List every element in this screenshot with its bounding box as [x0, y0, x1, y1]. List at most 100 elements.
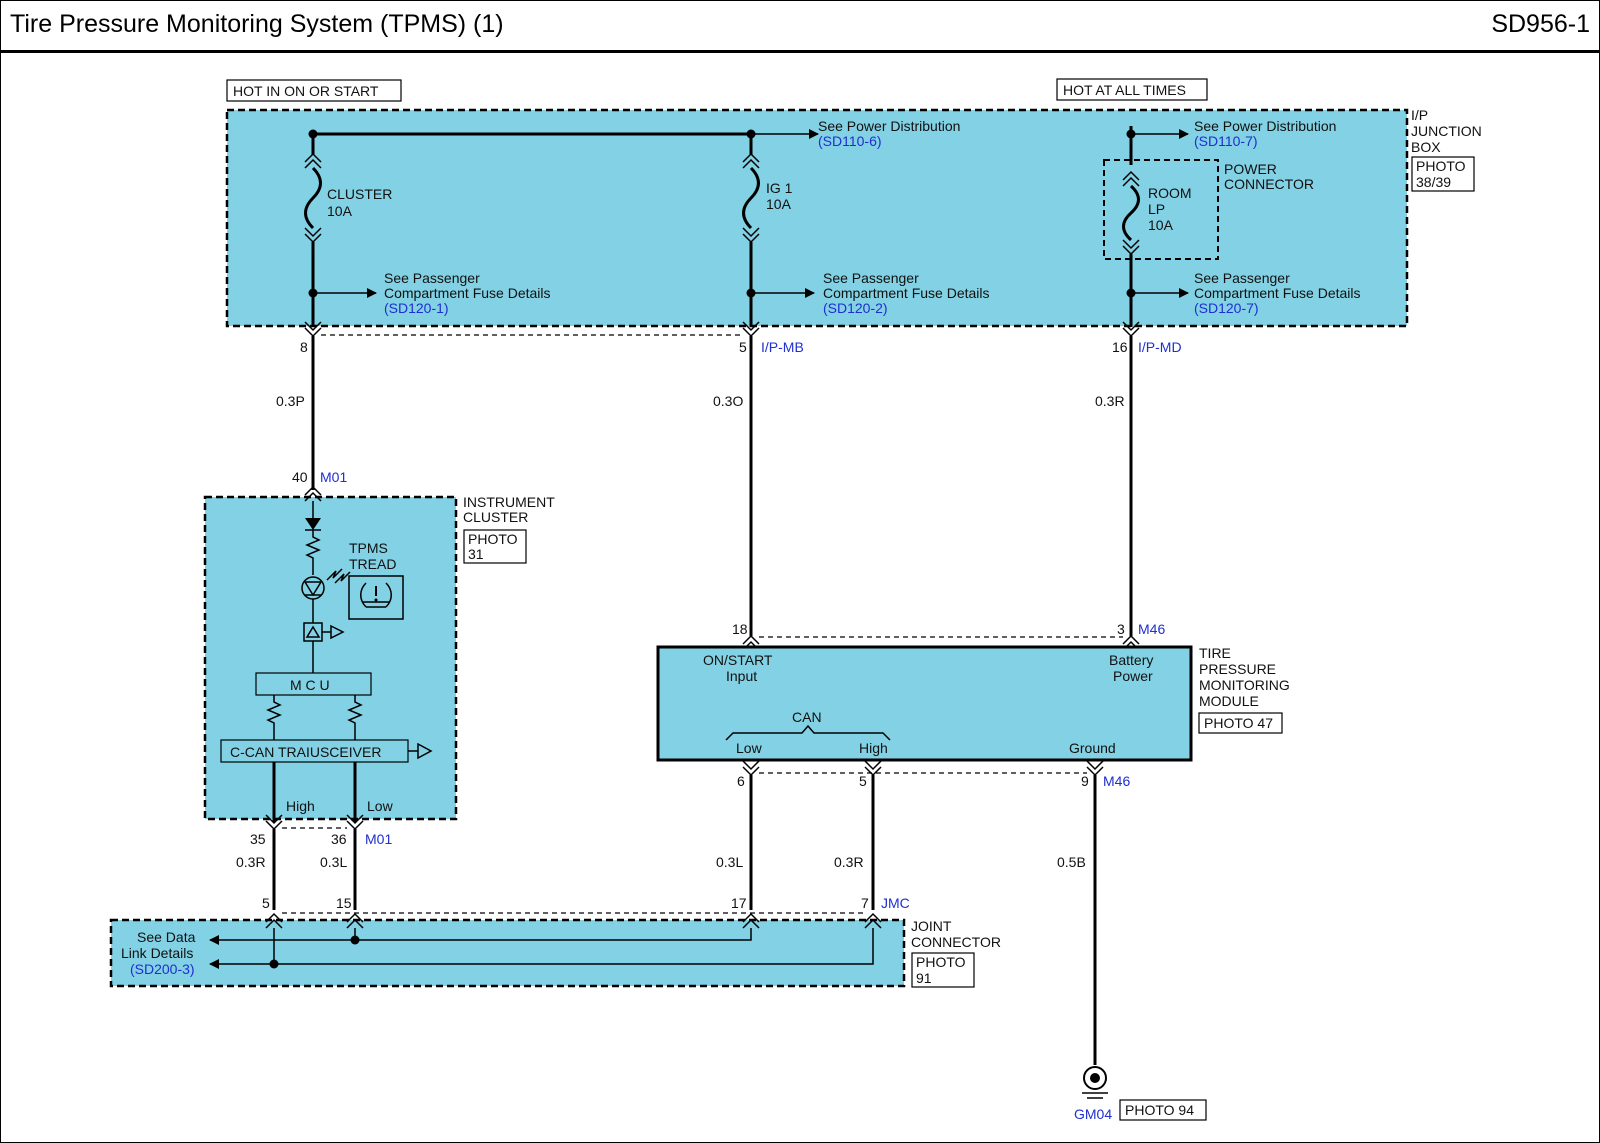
wire-label-0-3o: 0.3O	[713, 393, 743, 409]
ref-sd200-3[interactable]: (SD200-3)	[130, 961, 195, 977]
see-data-link-1: See Data	[137, 929, 196, 945]
wire-label-0-3l-module: 0.3L	[716, 854, 743, 870]
ig1-fuse-name: IG 1	[766, 180, 793, 196]
see-power-dist-2: See Power Distribution	[1194, 118, 1336, 134]
pin-5-ipmb: 5	[739, 339, 747, 355]
page-title: Tire Pressure Monitoring System (TPMS) (…	[10, 10, 504, 38]
see-power-dist-1: See Power Distribution	[818, 118, 960, 134]
see-data-link-2: Link Details	[121, 945, 193, 961]
hot-all-times-box	[1056, 78, 1208, 101]
ref-sd120-2[interactable]: (SD120-2)	[823, 300, 888, 316]
joint-high-splice	[269, 959, 279, 969]
module-pin9-connector	[1086, 760, 1104, 777]
connector-m01-top[interactable]: M01	[320, 469, 347, 485]
module-low-label: Low	[736, 740, 763, 756]
resistor-icon	[305, 530, 321, 575]
tpms-lamp-diode	[303, 581, 323, 597]
cluster-fuse-name: CLUSTER	[327, 186, 392, 202]
ref-sd120-1[interactable]: (SD120-1)	[384, 300, 449, 316]
see-passenger-2a: See Passenger	[823, 270, 919, 286]
junction-photo-2: 38/39	[1416, 174, 1451, 190]
wire-label-0-3r-module: 0.3R	[834, 854, 864, 870]
pin-35: 35	[250, 831, 266, 847]
see-passenger-3b: Compartment Fuse Details	[1194, 285, 1361, 301]
col2-fuse-top-connector	[742, 152, 760, 169]
on-start-label: ON/START	[703, 652, 773, 668]
transceiver-output-arrow	[408, 742, 433, 760]
pin-16: 16	[1112, 339, 1128, 355]
junction-photo-1: PHOTO	[1416, 158, 1466, 174]
joint-photo-box	[911, 952, 975, 988]
power-connector-2: CONNECTOR	[1224, 176, 1314, 192]
col1-top-splice	[308, 129, 318, 139]
page-code: SD956-1	[1491, 10, 1590, 38]
cluster-name-1: INSTRUMENT	[463, 494, 555, 510]
module-ground-label: Ground	[1069, 740, 1116, 756]
mcu-label: M C U	[290, 677, 330, 693]
ground-icon-center	[1090, 1073, 1100, 1083]
tpms-label-1: TPMS	[349, 540, 388, 556]
mcu-box	[255, 672, 372, 696]
connector-m01-bottom[interactable]: M01	[365, 831, 392, 847]
diode-icon	[305, 518, 321, 530]
exclamation-dot	[374, 598, 378, 602]
cluster-photo-1: PHOTO	[468, 531, 518, 547]
battery-power-label: Power	[1113, 668, 1153, 684]
tpms-module-box	[656, 645, 1193, 762]
module-name-1: TIRE	[1199, 645, 1231, 661]
cluster-fuse-rating: 10A	[327, 203, 353, 219]
light-emission-icon	[326, 568, 351, 584]
ig1-fuse-rating: 10A	[766, 196, 792, 212]
can-brace	[725, 724, 891, 741]
connector-m46-bottom[interactable]: M46	[1103, 773, 1130, 789]
tire-shape	[360, 582, 392, 608]
joint-low-bus	[209, 928, 752, 945]
hot-all-times-label: HOT AT ALL TIMES	[1063, 82, 1186, 98]
pin-9: 9	[1081, 773, 1089, 789]
ground-icon	[1083, 1066, 1107, 1090]
pin-40: 40	[292, 469, 308, 485]
connector-ipmd[interactable]: I/P-MD	[1138, 339, 1182, 355]
pin-3: 3	[1117, 621, 1125, 637]
pin-8: 8	[300, 339, 308, 355]
instrument-cluster-box	[203, 495, 458, 821]
pin-6: 6	[737, 773, 745, 789]
ground-photo-box	[1119, 1099, 1207, 1121]
module-photo-box	[1198, 712, 1283, 734]
junction-photo-box	[1411, 156, 1475, 192]
connector-jmc[interactable]: JMC	[881, 895, 910, 911]
ref-sd120-7[interactable]: (SD120-7)	[1194, 300, 1259, 316]
ref-sd110-7[interactable]: (SD110-7)	[1194, 133, 1258, 149]
pin-j5: 5	[262, 895, 270, 911]
pin-j17: 17	[731, 895, 747, 911]
ref-sd110-6[interactable]: (SD110-6)	[818, 133, 882, 149]
on-start-input-label: Input	[726, 668, 757, 684]
connector-m46-top[interactable]: M46	[1138, 621, 1165, 637]
header-bar: Tire Pressure Monitoring System (TPMS) (…	[0, 0, 1600, 53]
mcu-resistor-left	[266, 695, 282, 740]
cluster-input-connector	[304, 485, 322, 502]
room-fuse-lp: LP	[1148, 201, 1165, 217]
wire-label-0-3r-top: 0.3R	[1095, 393, 1125, 409]
module-photo: PHOTO 47	[1204, 715, 1273, 731]
joint-pin7-connector	[864, 912, 882, 929]
pin-j7: 7	[861, 895, 869, 911]
hot-on-start-box	[226, 79, 402, 102]
wire-label-0-3r-cluster: 0.3R	[236, 854, 266, 870]
hot-on-start-label: HOT IN ON OR START	[233, 83, 379, 99]
ip-junction-box	[225, 108, 1409, 328]
module-name-4: MODULE	[1199, 693, 1259, 709]
ground-id[interactable]: GM04	[1074, 1106, 1112, 1122]
cluster-high-label: High	[286, 798, 315, 814]
module-high-label: High	[859, 740, 888, 756]
ig1-fuse-icon	[742, 166, 760, 230]
tpms-label-2: TREAD	[349, 556, 396, 572]
module-name-3: MONITORING	[1199, 677, 1290, 693]
col3-fuse-top-connector	[1122, 170, 1140, 187]
cluster-photo-box	[463, 529, 527, 564]
connector-ipmb[interactable]: I/P-MB	[761, 339, 804, 355]
driver-output-arrow	[322, 624, 345, 640]
cluster-fuse-icon	[304, 166, 322, 230]
joint-connector-box	[109, 918, 906, 988]
